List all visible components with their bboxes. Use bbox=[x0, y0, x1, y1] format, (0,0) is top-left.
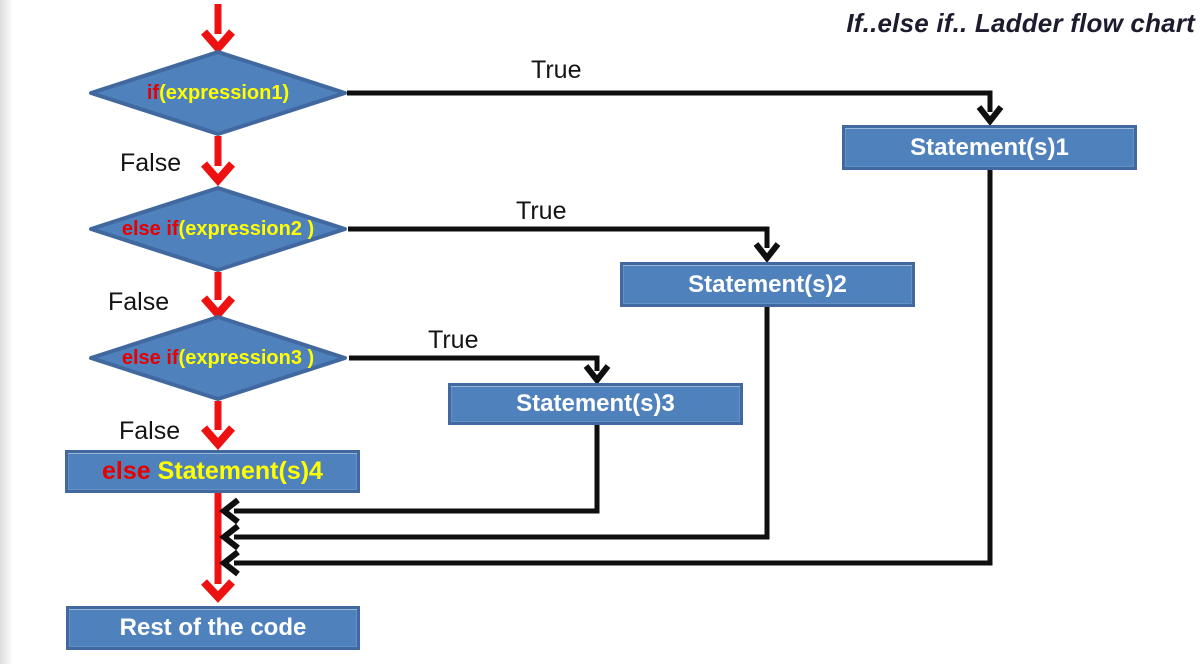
decision-elseif-expression2: else if(expression2 ) bbox=[87, 185, 349, 273]
label-false-2: False bbox=[108, 288, 170, 316]
label-false-3: False bbox=[119, 417, 181, 445]
red-arrowhead-down-icon bbox=[200, 29, 236, 55]
red-arrowhead-down-icon bbox=[201, 579, 235, 603]
decision-expression: (expression1) bbox=[159, 81, 290, 104]
black-arrowhead-down-icon bbox=[753, 242, 781, 263]
black-arrowheads bbox=[219, 105, 1004, 577]
decision-expression: (expression2 ) bbox=[178, 217, 315, 240]
decision-keyword: if bbox=[146, 81, 160, 104]
red-arrowhead-down-icon bbox=[200, 161, 236, 187]
decision-label: else if(expression2 ) bbox=[87, 185, 349, 273]
box-label: Statement(s)1 bbox=[910, 133, 1069, 161]
black-arrowhead-left-icon bbox=[219, 497, 240, 525]
decision-if-expression1: if(expression1) bbox=[87, 49, 349, 137]
red-arrowhead-down-icon bbox=[200, 295, 236, 321]
diamond-shape bbox=[89, 186, 347, 272]
box-label: Statement(s)2 bbox=[688, 270, 847, 298]
red-arrowhead-down-icon bbox=[200, 425, 236, 451]
box-statements1: Statement(s)1 bbox=[842, 125, 1137, 170]
box-statements2: Statement(s)2 bbox=[620, 262, 915, 307]
box-label: Rest of the code bbox=[119, 614, 307, 641]
true-branch-3-line bbox=[349, 355, 600, 371]
diamond-shape bbox=[89, 50, 347, 136]
red-arrowheads bbox=[200, 29, 236, 603]
decision-keyword: else if bbox=[121, 217, 179, 240]
true-branch-2-line bbox=[348, 226, 770, 248]
decision-expression: (expression3 ) bbox=[178, 346, 315, 369]
label-true-1: True bbox=[531, 56, 582, 84]
label-true-2: True bbox=[516, 197, 567, 225]
else-keyword: else bbox=[102, 457, 158, 485]
decision-keyword: else if bbox=[121, 346, 179, 369]
black-arrowhead-down-icon bbox=[583, 364, 611, 385]
decision-elseif-expression3: else if(expression3 ) bbox=[87, 314, 349, 402]
statement2-merge-line bbox=[234, 307, 770, 540]
label-false-1: False bbox=[120, 149, 182, 177]
black-arrowhead-left-icon bbox=[219, 549, 240, 577]
box-label: Statement(s)3 bbox=[516, 390, 675, 417]
statement3-merge-line bbox=[234, 425, 600, 514]
box-else-statements4: else Statement(s)4 bbox=[65, 450, 360, 493]
true-branch-lines bbox=[234, 90, 993, 566]
decision-label: else if(expression3 ) bbox=[87, 314, 349, 402]
page-title: If..else if.. Ladder flow chart bbox=[846, 8, 1195, 38]
box-statements3: Statement(s)3 bbox=[448, 383, 743, 425]
true-branch-1-line bbox=[347, 90, 993, 112]
left-edge-shading bbox=[0, 0, 14, 664]
black-arrowhead-down-icon bbox=[976, 105, 1004, 126]
decision-label: if(expression1) bbox=[87, 49, 349, 137]
black-arrowhead-left-icon bbox=[219, 523, 240, 551]
label-true-3: True bbox=[428, 326, 479, 354]
box-rest-of-code: Rest of the code bbox=[66, 606, 360, 650]
box-label: Statement(s)4 bbox=[157, 457, 323, 485]
statement1-merge-line bbox=[234, 170, 993, 566]
diamond-shape bbox=[89, 315, 347, 401]
